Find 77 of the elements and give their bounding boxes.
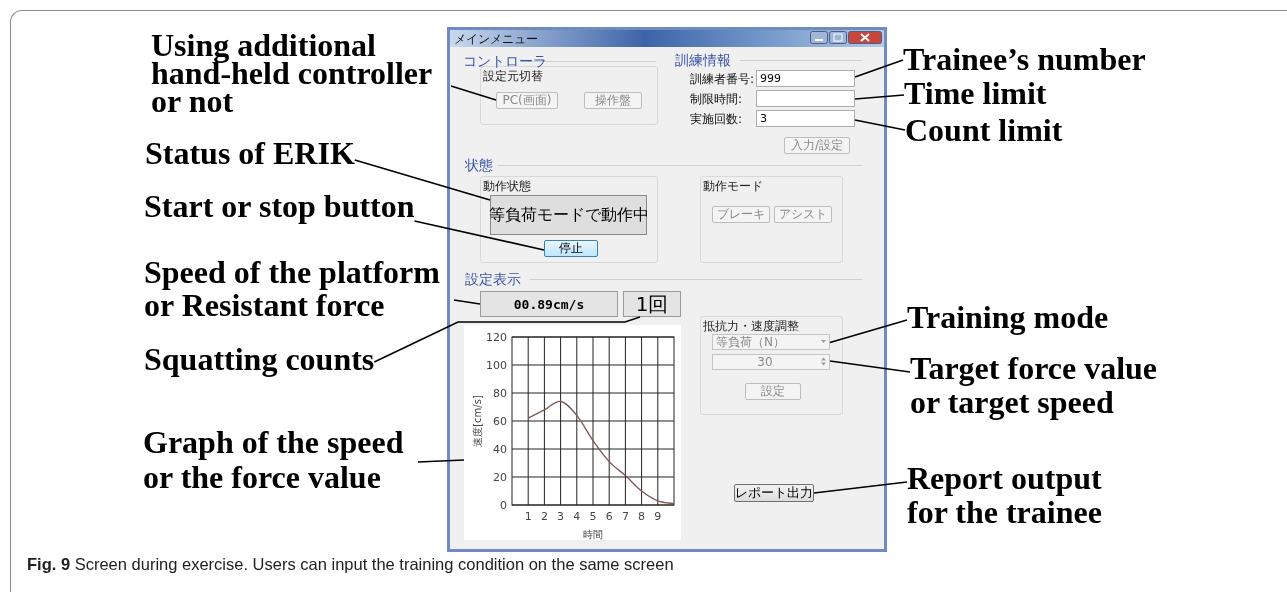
group-box (480, 66, 658, 125)
callout-text: Target force value or target speed (910, 351, 1180, 419)
axis-title: 速度[cm/s] (472, 395, 483, 447)
button: アシスト (774, 206, 832, 223)
leader-line (854, 119, 906, 131)
field-label: 実施回数: (690, 111, 743, 128)
callout-text: Graph of the speed or the force value (143, 425, 418, 495)
group-box (700, 176, 843, 263)
callout-text: Report output for the trainee (907, 461, 1122, 529)
number-field: 30 (712, 354, 830, 370)
tick-label: 3 (557, 510, 565, 523)
button: 設定 (745, 383, 801, 400)
callout-text: Speed of the platform or Resistant force (144, 256, 454, 322)
tick-label: 0 (500, 499, 507, 512)
callout-text: Trainee’s number (903, 44, 1146, 75)
leader-line (413, 220, 545, 251)
window-title: メインメニュー (454, 31, 538, 48)
tick-label: 20 (493, 471, 507, 484)
leader-line (854, 59, 904, 78)
button: レポート出力 (734, 484, 814, 502)
leader-line (854, 94, 905, 100)
tick-label: 1 (524, 510, 532, 523)
tick-label: 6 (605, 510, 613, 523)
field-label: 訓練者番号: (690, 71, 755, 88)
input-field (756, 90, 855, 107)
stop-button: 停止 (544, 240, 598, 257)
axis-title: 時間 (583, 529, 603, 540)
callout-text: Count limit (905, 115, 1063, 146)
callout-text: Training mode (907, 302, 1109, 333)
button: ブレーキ (712, 206, 770, 223)
line-chart (464, 325, 681, 540)
leader-line (354, 159, 491, 201)
dropdown: 等負荷（N） (712, 334, 830, 350)
group-box (700, 316, 843, 415)
tick-label: 8 (638, 510, 646, 523)
tick-label: 2 (540, 510, 548, 523)
caption: Fig. 9 Screen during exercise. Users can input the training condition on the same screen (27, 555, 674, 574)
leader-line (829, 319, 908, 344)
leader-line (829, 360, 911, 373)
count-display: 1回 (623, 291, 681, 317)
tick-label: 120 (486, 331, 507, 344)
callout-text: Using additional hand-held controller or not (151, 31, 451, 115)
tick-label: 40 (493, 443, 507, 456)
leader-line (813, 481, 908, 494)
section-heading: 設定表示 (465, 271, 521, 289)
section-heading: コントローラ (463, 53, 547, 70)
tick-label: 4 (573, 510, 581, 523)
tick-label: 9 (654, 510, 662, 523)
group-label: 設定元切替 (483, 68, 543, 85)
group-label: 抵抗力・速度調整 (703, 318, 799, 335)
status-display: 等負荷モードで動作中 (490, 195, 647, 235)
leader-line (373, 316, 641, 363)
tick-label: 7 (621, 510, 629, 523)
callout-text: Start or stop button (144, 191, 415, 222)
section-heading: 状態 (465, 157, 493, 175)
group-box (480, 176, 658, 263)
input-field: 999 (756, 70, 855, 87)
app-window (447, 27, 887, 552)
group-label: 動作状態 (483, 178, 531, 195)
section-heading: 訓練情報 (675, 52, 731, 70)
leader-line (417, 459, 465, 463)
leader-line (453, 299, 481, 305)
speed-display: 00.89cm/s (480, 291, 618, 317)
button: 操作盤 (584, 92, 642, 109)
input-field: 3 (756, 110, 855, 127)
field-label: 制限時間: (690, 91, 743, 108)
group-label: 動作モード (703, 178, 763, 195)
tick-label: 80 (493, 387, 507, 400)
callout-text: Status of ERIK (145, 138, 355, 169)
tick-label: 100 (486, 359, 507, 372)
callout-text: Time limit (904, 78, 1047, 109)
tick-label: 5 (589, 510, 597, 523)
leader-line (450, 85, 497, 101)
tick-label: 60 (493, 415, 507, 428)
button: 入力/設定 (784, 137, 850, 154)
button: PC(画面) (496, 92, 558, 109)
callout-text: Squatting counts (144, 344, 375, 375)
